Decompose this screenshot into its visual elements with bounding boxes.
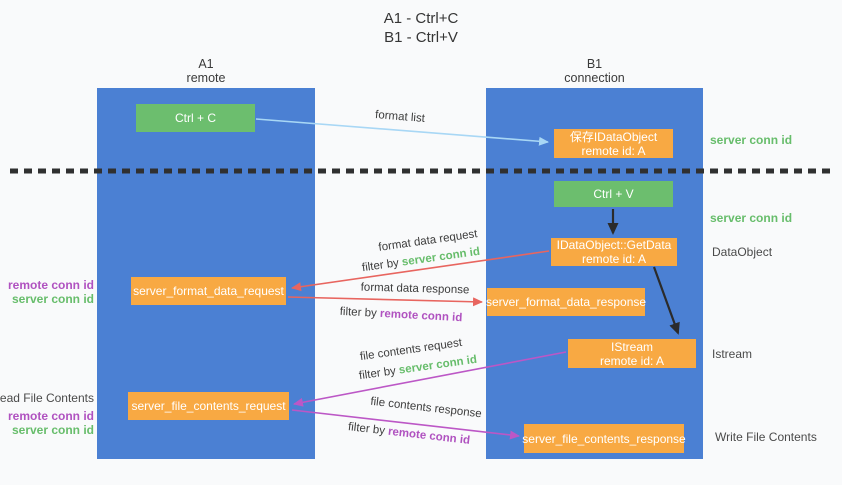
column-b1-subtitle: connection <box>564 71 625 85</box>
arrow-format-data-response <box>287 296 483 307</box>
node-istream-line1: IStream <box>610 339 653 354</box>
column-a1-name: A1 <box>198 57 214 71</box>
left-labels-file: Read File Contents remote conn id server… <box>0 391 94 437</box>
node-ctrl-v-label: Ctrl + V <box>593 187 634 201</box>
filter-prefix: filter by <box>347 421 389 438</box>
node-server-file-contents-response: server_file_contents_response <box>522 424 686 453</box>
filter-key-server-conn-id: server conn id <box>401 245 481 269</box>
node-server-format-data-response: server_format_data_response <box>485 288 647 316</box>
node-idataobject-getdata: IDataObject::GetData remote id: A <box>551 238 677 266</box>
node-save-idataobject: 保存IDataObject remote id: A <box>554 129 673 158</box>
node-ctrl-c: Ctrl + C <box>136 104 255 132</box>
filter-prefix: filter by <box>358 364 400 383</box>
node-server-format-data-request: server_format_data_request <box>131 277 286 305</box>
node-istream: IStream remote id: A <box>568 339 696 368</box>
node-idataobject-getdata-line2: remote id: A <box>581 252 647 266</box>
left-file-server-conn-id: server conn id <box>11 423 94 437</box>
edge-label-format-data-response: format data response <box>360 281 470 297</box>
node-ctrl-v: Ctrl + V <box>554 181 673 207</box>
node-server-file-contents-response-label: server_file_contents_response <box>522 431 686 446</box>
left-labels-format: remote conn id server conn id <box>8 278 94 306</box>
filter-key-remote-conn-id: remote conn id <box>379 307 463 325</box>
edge-filter-format-data-response: filter by remote conn id <box>339 306 462 324</box>
node-save-idataobject-line1: 保存IDataObject <box>569 129 658 144</box>
node-idataobject-getdata-line1: IDataObject::GetData <box>556 238 672 252</box>
read-file-contents-label: Read File Contents <box>0 391 94 405</box>
node-server-file-contents-request-label: server_file_contents_request <box>131 399 286 413</box>
edge-label-file-contents-response: file contents response <box>369 395 483 421</box>
node-server-file-contents-request: server_file_contents_request <box>128 392 289 420</box>
right-istream-label: Istream <box>712 347 753 361</box>
title-line-2: B1 - Ctrl+V <box>384 29 458 46</box>
node-ctrl-c-label: Ctrl + C <box>174 111 216 125</box>
edge-filter-file-contents-response: filter by remote conn id <box>347 421 470 447</box>
filter-prefix: filter by <box>361 256 403 275</box>
node-server-format-data-request-label: server_format_data_request <box>133 284 284 298</box>
right-server-conn-id-mid: server conn id <box>710 211 793 225</box>
column-b1-name: B1 <box>586 57 603 71</box>
node-istream-line2: remote id: A <box>599 353 665 368</box>
node-save-idataobject-line2: remote id: A <box>581 143 646 158</box>
right-server-conn-id-top: server conn id <box>710 133 793 147</box>
left-format-remote-conn-id: remote conn id <box>7 278 94 292</box>
diagram-title: A1 - Ctrl+C B1 - Ctrl+V <box>0 9 842 47</box>
column-a1-subtitle: remote <box>186 71 226 85</box>
title-line-1: A1 - Ctrl+C <box>383 10 459 27</box>
right-dataobject-label: DataObject <box>712 245 773 259</box>
edge-label-format-list: format list <box>374 109 426 125</box>
filter-key-remote-conn-id: remote conn id <box>387 425 471 447</box>
node-server-format-data-response-label: server_format_data_response <box>485 295 647 309</box>
column-header-a1: A1 remote <box>97 57 315 85</box>
left-file-remote-conn-id: remote conn id <box>7 409 94 423</box>
filter-key-server-conn-id: server conn id <box>398 353 478 377</box>
left-format-server-conn-id: server conn id <box>11 292 94 306</box>
column-header-b1: B1 connection <box>486 57 703 85</box>
right-write-file-contents-label: Write File Contents <box>715 430 817 444</box>
filter-prefix: filter by <box>339 305 381 320</box>
